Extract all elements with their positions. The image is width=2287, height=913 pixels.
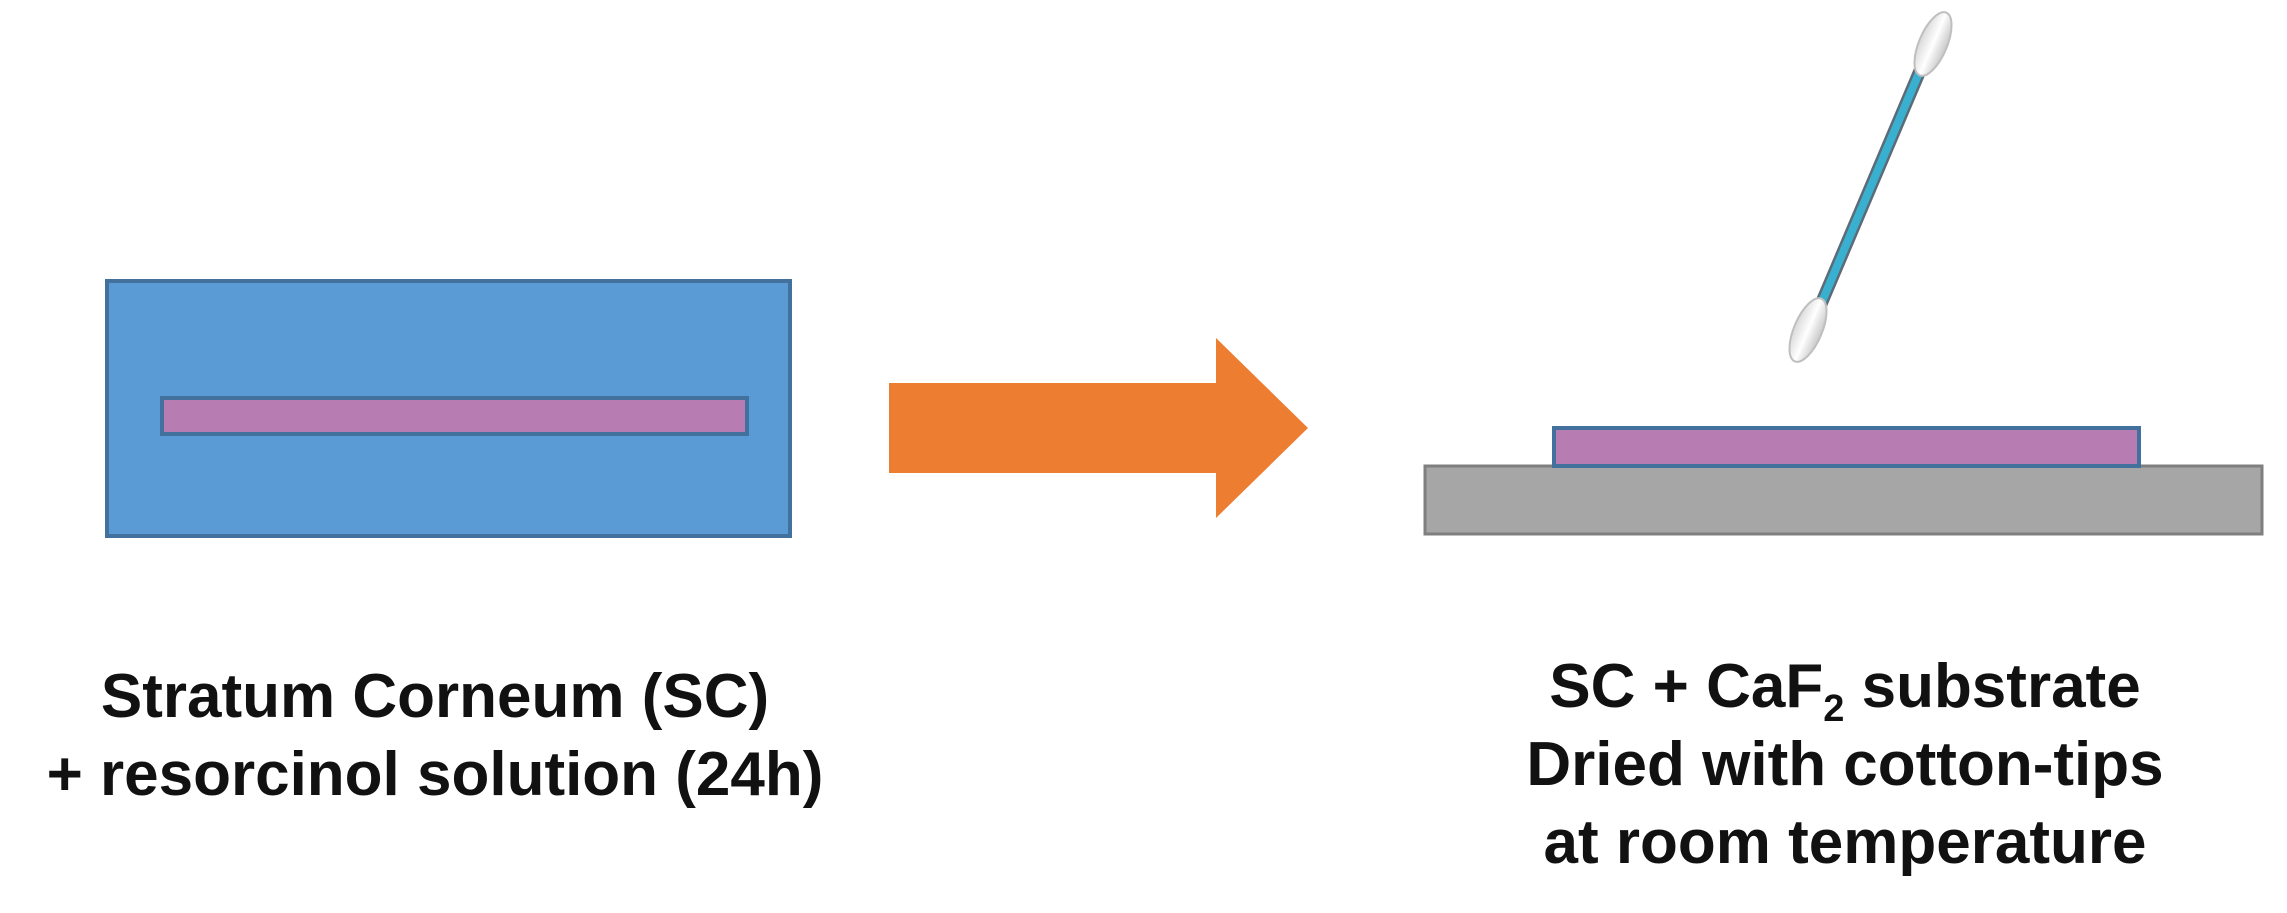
left-caption: Stratum Corneum (SC) + resorcinol soluti…	[0, 658, 870, 814]
right-caption-line-1: SC + CaF2 substrate	[1410, 648, 2280, 728]
swab-tip-top	[1913, 11, 1953, 77]
swab-stick-highlight	[1806, 36, 1937, 334]
stratum-corneum-on-substrate	[1552, 426, 2141, 468]
caf2-substrate	[1423, 464, 2264, 536]
left-caption-line-1: Stratum Corneum (SC)	[100, 662, 770, 731]
right-caption-line-2: Dried with cotton-tips	[1526, 730, 2164, 799]
right-caption-line-1-pre: SC + CaF	[1549, 652, 1824, 721]
right-caption-line-1-post: substrate	[1844, 652, 2141, 721]
substrate-assembly	[1423, 426, 2264, 536]
right-arrow-icon	[889, 338, 1308, 518]
left-caption-line-2: + resorcinol solution (24h)	[46, 740, 824, 809]
swab-tip-bottom	[1788, 297, 1828, 363]
solution-container	[105, 279, 792, 538]
right-caption: SC + CaF2 substrate Dried with cotton-ti…	[1410, 648, 2280, 882]
stratum-corneum-sample	[160, 396, 749, 436]
right-caption-line-1-subscript: 2	[1823, 688, 1845, 730]
cotton-swab-icon	[1788, 11, 1953, 363]
right-caption-line-3: at room temperature	[1543, 808, 2147, 877]
